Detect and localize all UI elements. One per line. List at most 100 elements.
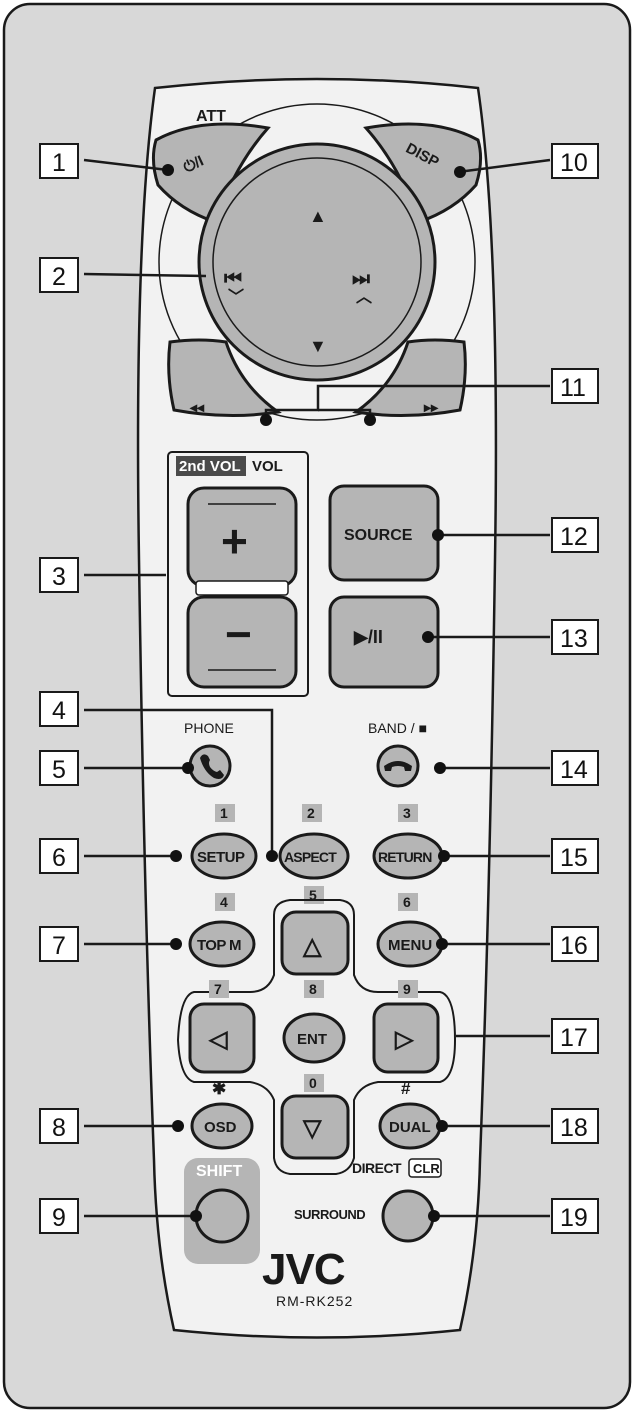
second-vol-label: 2nd VOL bbox=[179, 458, 241, 475]
callout-1-number: 1 bbox=[52, 149, 66, 177]
key2-digit: 2 bbox=[307, 805, 315, 821]
rewind-button[interactable]: ◂◂ bbox=[167, 338, 282, 418]
key9-digit: 9 bbox=[403, 981, 411, 997]
callout-19: 19 bbox=[551, 1198, 599, 1234]
callout-9: 9 bbox=[39, 1198, 79, 1234]
plus-icon: + bbox=[221, 515, 248, 567]
callout-15-number: 15 bbox=[560, 844, 588, 872]
leader-lines bbox=[83, 158, 551, 1218]
fastforward-button[interactable]: ▸▸ bbox=[352, 338, 467, 418]
dpad[interactable]: ▲ ▼ ⏮ ﹀ ⏭ ︿ bbox=[197, 142, 437, 382]
dpad-prev-sub-icon: ﹀ bbox=[228, 287, 244, 306]
key9-tag bbox=[398, 980, 418, 998]
callout-11-number: 11 bbox=[560, 374, 586, 402]
key-hash: # bbox=[401, 1079, 411, 1098]
cursor-up-button[interactable]: △ bbox=[280, 910, 350, 976]
aspect-label: ASPECT bbox=[284, 849, 337, 865]
callout-3-number: 3 bbox=[52, 563, 66, 591]
aspect-button[interactable]: ASPECT bbox=[278, 832, 350, 880]
clr-tag bbox=[408, 1158, 442, 1178]
key5-digit: 5 bbox=[309, 887, 317, 903]
cursor-up-icon: △ bbox=[302, 933, 323, 960]
key7-tag bbox=[209, 980, 229, 998]
callout-10: 10 bbox=[551, 143, 599, 179]
dpad-down-icon[interactable]: ▼ bbox=[309, 336, 327, 356]
shift-button[interactable] bbox=[194, 1188, 250, 1244]
callout-12-number: 12 bbox=[560, 523, 588, 551]
dpad-up-icon[interactable]: ▲ bbox=[309, 206, 327, 226]
play-pause-button[interactable]: ▶/II bbox=[328, 595, 440, 689]
vol-label: VOL bbox=[252, 458, 283, 475]
surround-label: SURROUND bbox=[294, 1207, 365, 1222]
leader-dots bbox=[162, 164, 466, 1222]
key4-digit: 4 bbox=[220, 894, 228, 910]
key6-digit: 6 bbox=[403, 894, 411, 910]
callout-8: 8 bbox=[39, 1108, 79, 1144]
callout-7: 7 bbox=[39, 926, 79, 962]
cursor-right-button[interactable]: ▷ bbox=[372, 1002, 440, 1074]
callout-9-number: 9 bbox=[52, 1204, 66, 1232]
key8-tag bbox=[304, 980, 324, 998]
key0-digit: 0 bbox=[309, 1075, 317, 1091]
callout-5: 5 bbox=[39, 750, 79, 786]
rewind-icon: ◂◂ bbox=[189, 399, 205, 415]
clr-label: CLR bbox=[413, 1161, 440, 1176]
callout-13: 13 bbox=[551, 619, 599, 655]
callout-2-number: 2 bbox=[52, 263, 66, 291]
callout-13-number: 13 bbox=[560, 625, 588, 653]
vol-up-button[interactable]: + bbox=[186, 486, 298, 588]
callout-10-number: 10 bbox=[560, 149, 588, 177]
phone-hangup-icon bbox=[384, 761, 412, 771]
cursor-pad-outline bbox=[176, 899, 457, 1175]
callout-4: 4 bbox=[39, 691, 79, 727]
key1-digit: 1 bbox=[220, 805, 228, 821]
setup-button[interactable]: SETUP bbox=[190, 832, 258, 880]
att-label: ATT bbox=[196, 108, 226, 125]
cursor-left-button[interactable]: ◁ bbox=[188, 1002, 256, 1074]
callout-14-number: 14 bbox=[560, 756, 588, 784]
dpad-prev-icon[interactable]: ⏮ bbox=[224, 268, 242, 290]
second-vol-tag bbox=[176, 456, 246, 476]
dual-button[interactable]: DUAL bbox=[378, 1102, 442, 1150]
vol-frame bbox=[167, 451, 309, 697]
key-star: ✱ bbox=[212, 1079, 226, 1098]
menu-button[interactable]: MENU bbox=[376, 920, 444, 968]
key0-tag bbox=[304, 1074, 324, 1092]
ent-button[interactable]: ENT bbox=[282, 1012, 346, 1064]
menu-label: MENU bbox=[388, 937, 432, 954]
callout-18: 18 bbox=[551, 1108, 599, 1144]
power-label: ⏻/I bbox=[181, 152, 206, 176]
minus-icon: − bbox=[225, 608, 252, 660]
play-pause-label: ▶/II bbox=[353, 627, 383, 647]
callout-16-number: 16 bbox=[560, 932, 588, 960]
band-button[interactable] bbox=[376, 744, 420, 788]
dpad-next-sub-icon: ︿ bbox=[356, 289, 372, 306]
brand-logo: JVC bbox=[262, 1245, 345, 1294]
source-button[interactable]: SOURCE bbox=[328, 484, 440, 582]
dpad-ring bbox=[158, 103, 476, 421]
source-label: SOURCE bbox=[344, 527, 413, 544]
phone-pickup-icon bbox=[200, 754, 224, 779]
model-number: RM-RK252 bbox=[276, 1293, 353, 1309]
vol-down-button[interactable]: − bbox=[186, 595, 298, 689]
callout-15: 15 bbox=[551, 838, 599, 874]
phone-label: PHONE bbox=[184, 720, 234, 736]
key4-tag bbox=[215, 893, 235, 911]
top-menu-button[interactable]: TOP M bbox=[188, 920, 256, 968]
setup-label: SETUP bbox=[197, 849, 245, 866]
key3-digit: 3 bbox=[403, 805, 411, 821]
callout-18-number: 18 bbox=[560, 1114, 588, 1142]
callout-17: 17 bbox=[551, 1018, 599, 1054]
return-button[interactable]: RETURN bbox=[372, 832, 444, 880]
dpad-next-icon[interactable]: ⏭ bbox=[352, 268, 370, 290]
cursor-down-icon: ▽ bbox=[302, 1115, 323, 1142]
osd-button[interactable]: OSD bbox=[190, 1102, 254, 1150]
callout-17-number: 17 bbox=[560, 1024, 588, 1052]
key8-digit: 8 bbox=[309, 981, 317, 997]
vol-divider bbox=[195, 580, 289, 596]
cursor-down-button[interactable]: ▽ bbox=[280, 1094, 350, 1160]
phone-button[interactable] bbox=[188, 744, 232, 788]
callout-7-number: 7 bbox=[52, 932, 66, 960]
surround-button[interactable] bbox=[381, 1189, 435, 1243]
